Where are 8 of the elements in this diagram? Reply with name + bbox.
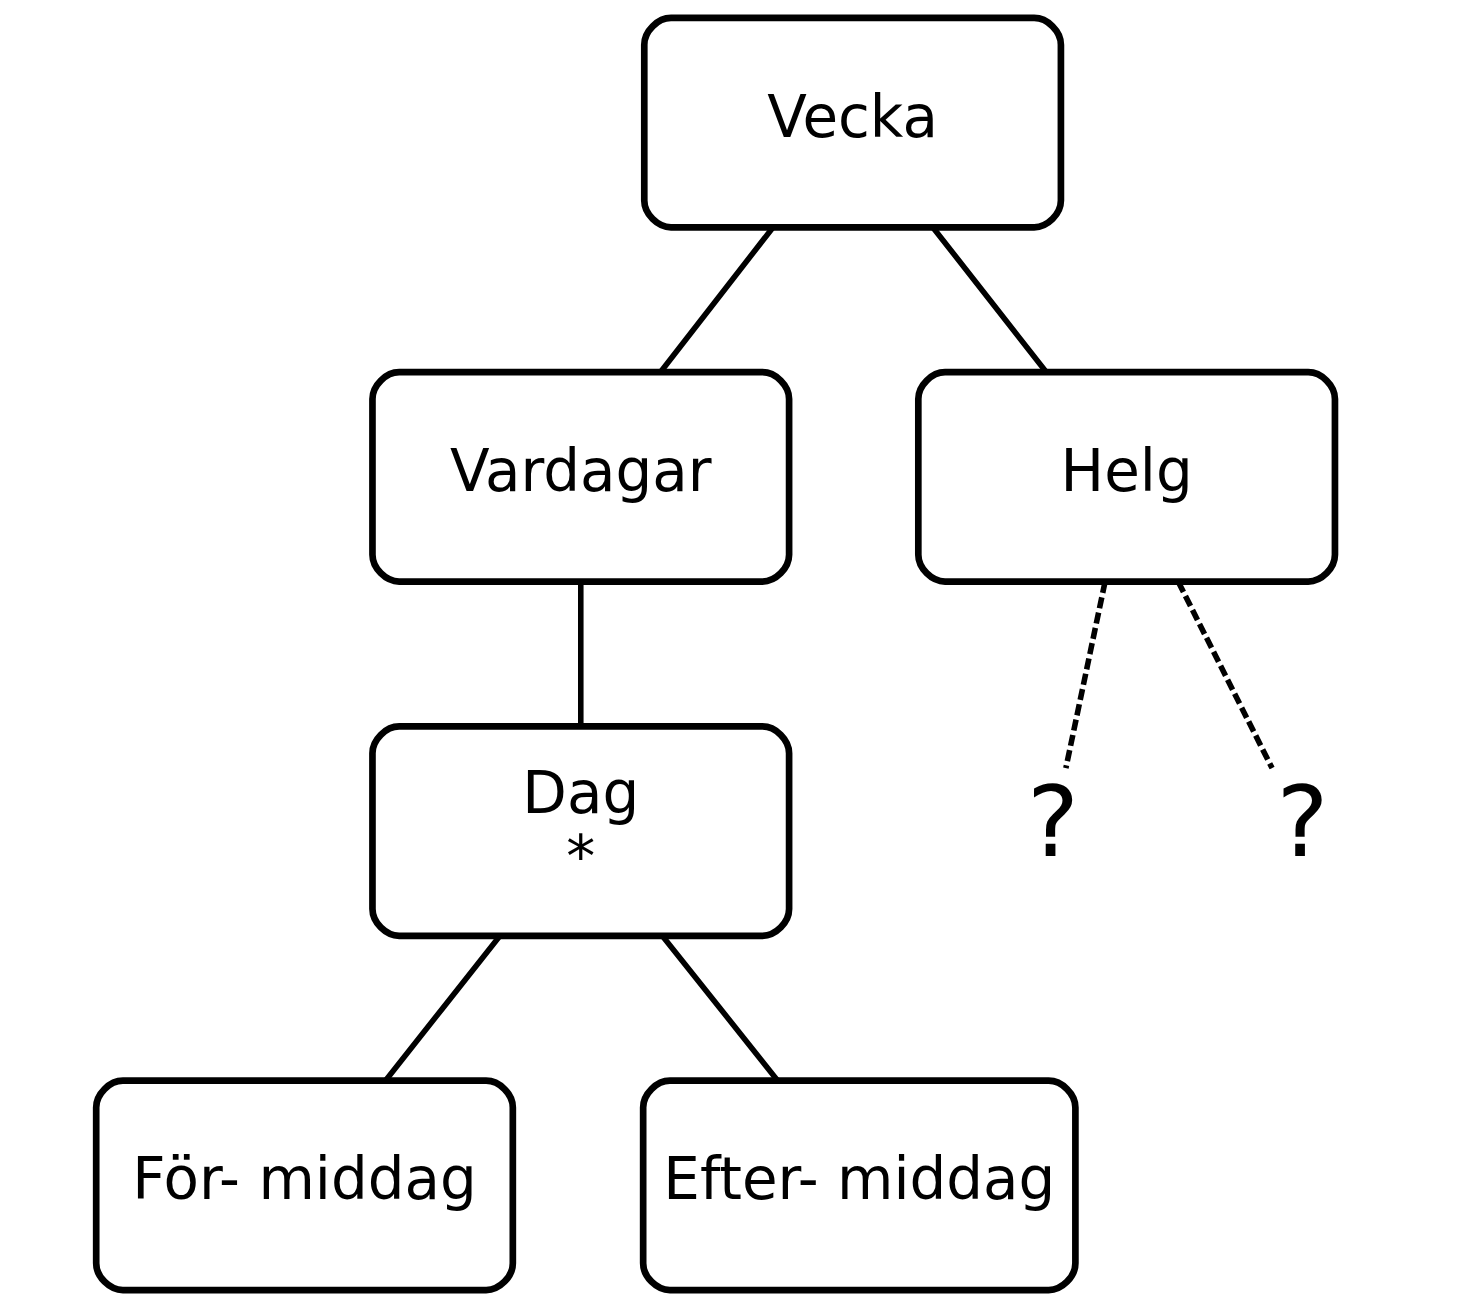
- node-box: Helg: [914, 368, 1338, 585]
- node-box: Vecka: [640, 14, 1064, 231]
- node-box: För- middag: [92, 1076, 516, 1293]
- node-box: Efter- middag: [639, 1076, 1079, 1293]
- node-text: ?: [1026, 764, 1079, 879]
- node-text: ?: [1276, 764, 1329, 879]
- node-box: Dag *: [368, 722, 792, 939]
- node-box: Vardagar: [368, 368, 792, 585]
